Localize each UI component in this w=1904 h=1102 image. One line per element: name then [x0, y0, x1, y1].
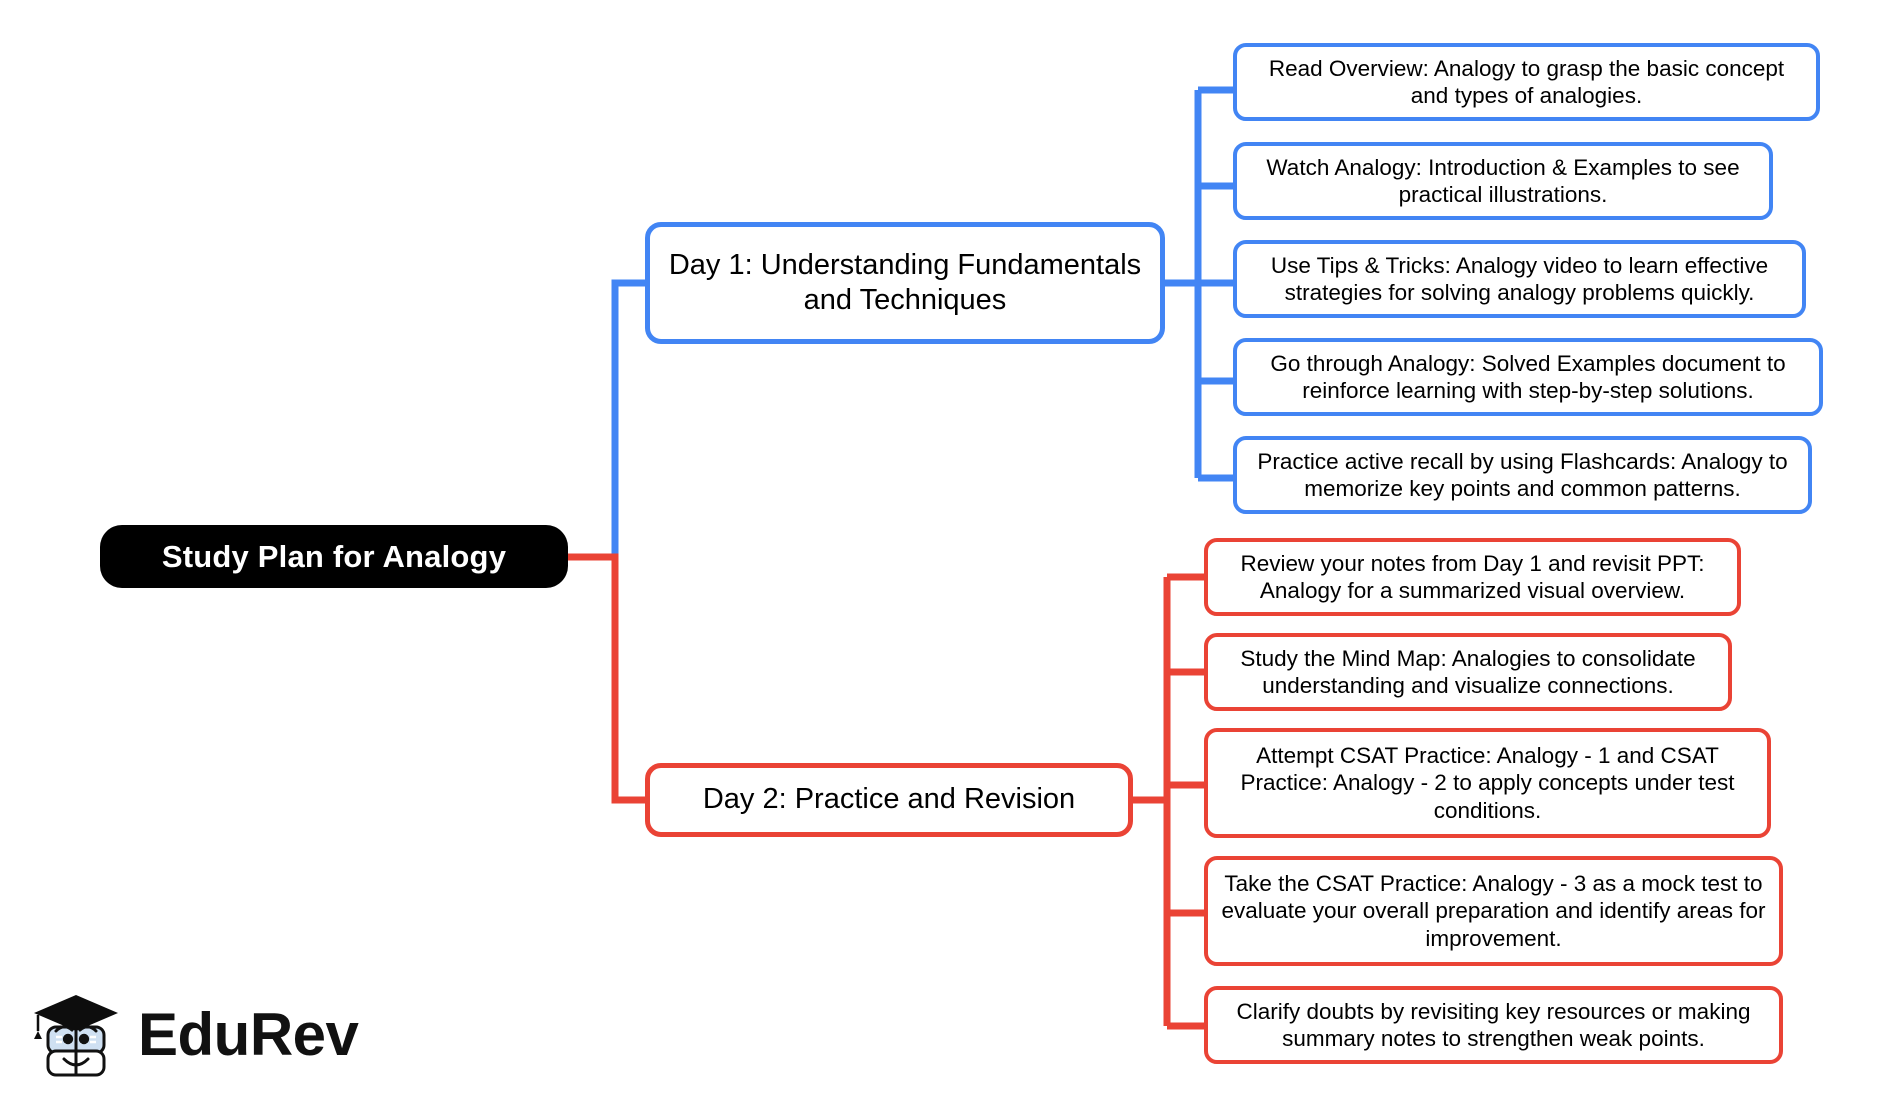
branch-node-day2-label: Day 2: Practice and Revision [702, 783, 1076, 816]
leaf-node-day1-3[interactable]: Use Tips & Tricks: Analogy video to lear… [1233, 240, 1806, 318]
leaf-node-day1-2-label: Watch Analogy: Introduction & Examples t… [1266, 154, 1740, 207]
graduation-cap-book-mascot-icon [34, 995, 118, 1077]
leaf-node-day2-5-label: Clarify doubts by revisiting key resourc… [1236, 998, 1751, 1051]
leaf-node-day2-4-label: Take the CSAT Practice: Analogy - 3 as a… [1221, 870, 1766, 951]
leaf-node-day1-2[interactable]: Watch Analogy: Introduction & Examples t… [1233, 142, 1773, 220]
leaf-node-day2-1-label: Review your notes from Day 1 and revisit… [1240, 550, 1705, 603]
leaf-node-day1-3-label: Use Tips & Tricks: Analogy video to lear… [1270, 252, 1769, 305]
root-node[interactable]: Study Plan for Analogy [100, 525, 568, 588]
edge-root-day1 [568, 279, 645, 561]
leaf-node-day1-1-label: Read Overview: Analogy to grasp the basi… [1268, 55, 1785, 108]
leaf-node-day1-4-label: Go through Analogy: Solved Examples docu… [1270, 350, 1786, 403]
edurev-logo: EduRev [28, 985, 408, 1085]
leaf-node-day2-2[interactable]: Study the Mind Map: Analogies to consoli… [1204, 633, 1732, 711]
edge-root-day2 [568, 553, 645, 804]
branch-node-day1[interactable]: Day 1: Understanding Fundamentals and Te… [645, 222, 1165, 344]
edurev-wordmark: EduRev [138, 1001, 359, 1068]
root-node-label: Study Plan for Analogy [161, 538, 507, 574]
leaf-node-day2-3[interactable]: Attempt CSAT Practice: Analogy - 1 and C… [1204, 728, 1771, 838]
leaf-node-day2-2-label: Study the Mind Map: Analogies to consoli… [1240, 645, 1696, 698]
leaf-node-day2-5[interactable]: Clarify doubts by revisiting key resourc… [1204, 986, 1783, 1064]
leaf-node-day1-5[interactable]: Practice active recall by using Flashcar… [1233, 436, 1812, 514]
leaf-node-day1-4[interactable]: Go through Analogy: Solved Examples docu… [1233, 338, 1823, 416]
leaf-node-day2-1[interactable]: Review your notes from Day 1 and revisit… [1204, 538, 1741, 616]
branch-node-day2[interactable]: Day 2: Practice and Revision [645, 763, 1133, 837]
leaf-node-day2-4[interactable]: Take the CSAT Practice: Analogy - 3 as a… [1204, 856, 1783, 966]
leaf-node-day1-5-label: Practice active recall by using Flashcar… [1257, 448, 1788, 501]
branch-node-day1-label: Day 1: Understanding Fundamentals and Te… [668, 248, 1142, 316]
leaf-node-day2-3-label: Attempt CSAT Practice: Analogy - 1 and C… [1240, 742, 1735, 823]
leaf-node-day1-1[interactable]: Read Overview: Analogy to grasp the basi… [1233, 43, 1820, 121]
